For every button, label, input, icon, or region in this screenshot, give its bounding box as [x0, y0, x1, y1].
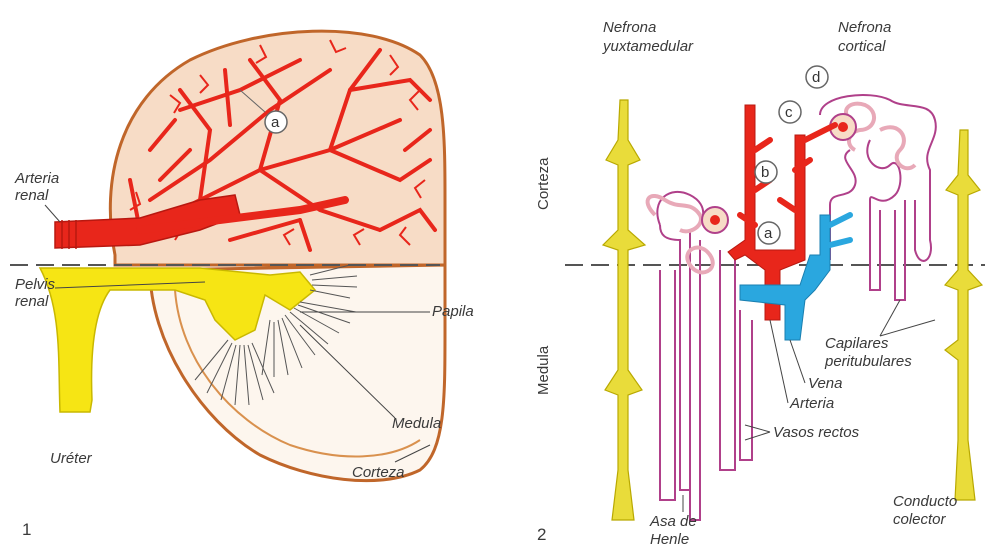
marker-a-label: a — [271, 114, 280, 131]
panel-2-nephrons: a b c d Nefrona yuxtamedular Nefrona cor… — [535, 19, 985, 546]
label-vena: Vena — [808, 375, 842, 392]
label-vasos-rectos: Vasos rectos — [773, 424, 860, 441]
label-corteza-vertical: Corteza — [535, 157, 552, 210]
label-arteria-2: Arteria — [789, 395, 834, 412]
panel-1-kidney: a Arteria renal Pelvis renal Uréter Papi… — [10, 31, 474, 539]
label-arteria-renal-1: Arteria — [14, 170, 59, 187]
label-asa-2: Henle — [650, 531, 689, 546]
label-nefrona-yuxta-1: Nefrona — [603, 19, 656, 36]
label-pelvis-renal-1: Pelvis — [15, 276, 56, 293]
cortical-convoluted-pink — [846, 104, 915, 169]
label-conducto-2: colector — [893, 511, 947, 528]
svg-text:c: c — [785, 104, 793, 121]
label-papila: Papila — [432, 303, 474, 320]
svg-text:d: d — [812, 69, 820, 86]
left-collecting-duct — [603, 100, 645, 520]
label-ureter: Uréter — [50, 450, 93, 467]
label-corteza-1: Corteza — [352, 464, 405, 481]
right-collecting-duct — [945, 130, 982, 500]
label-capilares-1: Capilares — [825, 335, 889, 352]
label-medula-vertical: Medula — [535, 345, 552, 395]
marker-d: d — [806, 66, 828, 88]
panel-2-number: 2 — [537, 525, 546, 544]
svg-text:b: b — [761, 164, 769, 181]
label-asa-1: Asa de — [649, 513, 697, 530]
marker-b: b — [755, 161, 777, 183]
juxtamedullary-tubules — [657, 192, 752, 520]
label-nefrona-cort-2: cortical — [838, 38, 886, 55]
label-capilares-2: peritubulares — [824, 353, 912, 370]
label-nefrona-cort-1: Nefrona — [838, 19, 891, 36]
label-conducto-1: Conducto — [893, 493, 957, 510]
label-nefrona-yuxta-2: yuxtamedular — [602, 38, 694, 55]
marker-a2: a — [758, 222, 780, 244]
panel-1-number: 1 — [22, 520, 31, 539]
marker-c: c — [779, 101, 801, 123]
label-arteria-renal-2: renal — [15, 187, 49, 204]
svg-text:a: a — [764, 225, 773, 242]
label-pelvis-renal-2: renal — [15, 293, 49, 310]
label-medula: Medula — [392, 415, 441, 432]
